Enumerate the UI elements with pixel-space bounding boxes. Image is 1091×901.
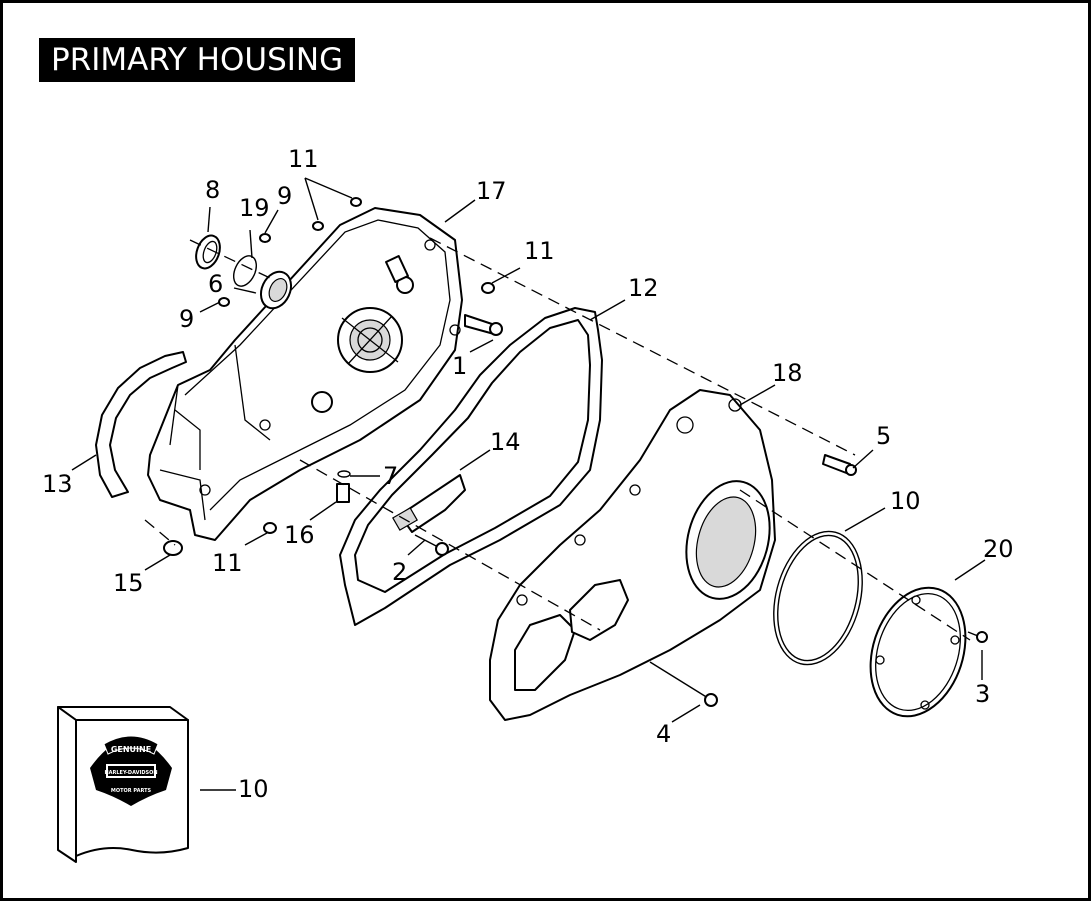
logo-motor-parts: MOTOR PARTS [111,788,152,794]
callout-16: 16 [284,521,315,549]
alignment-lines [144,237,971,641]
callout-10b: 10 [238,775,269,803]
bolt-2 [414,534,449,556]
retaining-ring-19 [232,255,258,287]
callout-17: 17 [476,177,507,205]
callout-7: 7 [383,462,398,490]
inner-primary-housing [147,207,463,541]
callout-11a: 11 [288,145,319,173]
callout-2: 2 [392,558,407,586]
callout-9a: 9 [179,305,194,333]
screw-3 [967,631,988,643]
callout-20: 20 [983,535,1014,563]
callout-14: 14 [490,428,521,456]
gasket-13 [95,351,187,498]
callout-15: 15 [113,569,144,597]
callout-8: 8 [205,176,220,204]
genuine-parts-box: GENUINE HARLEY-DAVIDSON MOTOR PARTS [57,706,189,863]
bolt-4 [649,661,718,707]
bolt-1 [464,314,503,336]
callout-18: 18 [772,359,803,387]
genuine-logo: GENUINE HARLEY-DAVIDSON MOTOR PARTS [90,735,172,806]
callout-5: 5 [876,422,891,450]
dowel-pins-11 [263,197,495,534]
logo-genuine: GENUINE [111,745,151,754]
dowel-15 [163,540,183,556]
plug-16 [336,483,350,503]
callout-19: 19 [239,194,270,222]
callout-13: 13 [42,470,73,498]
callout-3: 3 [975,680,990,708]
callout-4: 4 [656,720,671,748]
bearing-6 [259,270,293,310]
leader-lines [71,177,986,791]
logo-brand: HARLEY-DAVIDSON [104,770,157,776]
seal-8 [195,234,221,270]
callout-11c: 11 [212,549,243,577]
callout-12: 12 [628,274,659,302]
diagram-title: PRIMARY HOUSING [39,38,356,82]
o-ring-7 [337,470,351,478]
callout-1: 1 [452,352,467,380]
derby-cover-20 [869,586,967,718]
callout-6: 6 [208,270,223,298]
bolt-5 [822,454,857,476]
o-ring-10 [773,530,863,666]
callout-9b: 9 [277,182,292,210]
callout-11b: 11 [524,237,555,265]
dowel-pins-9 [218,233,271,307]
gasket-12 [339,307,603,626]
callout-numbers: 1 2 3 4 5 6 7 8 9 9 10 10 11 11 11 12 13… [42,145,1014,803]
outer-primary-cover [489,389,776,721]
callout-10a: 10 [890,487,921,515]
